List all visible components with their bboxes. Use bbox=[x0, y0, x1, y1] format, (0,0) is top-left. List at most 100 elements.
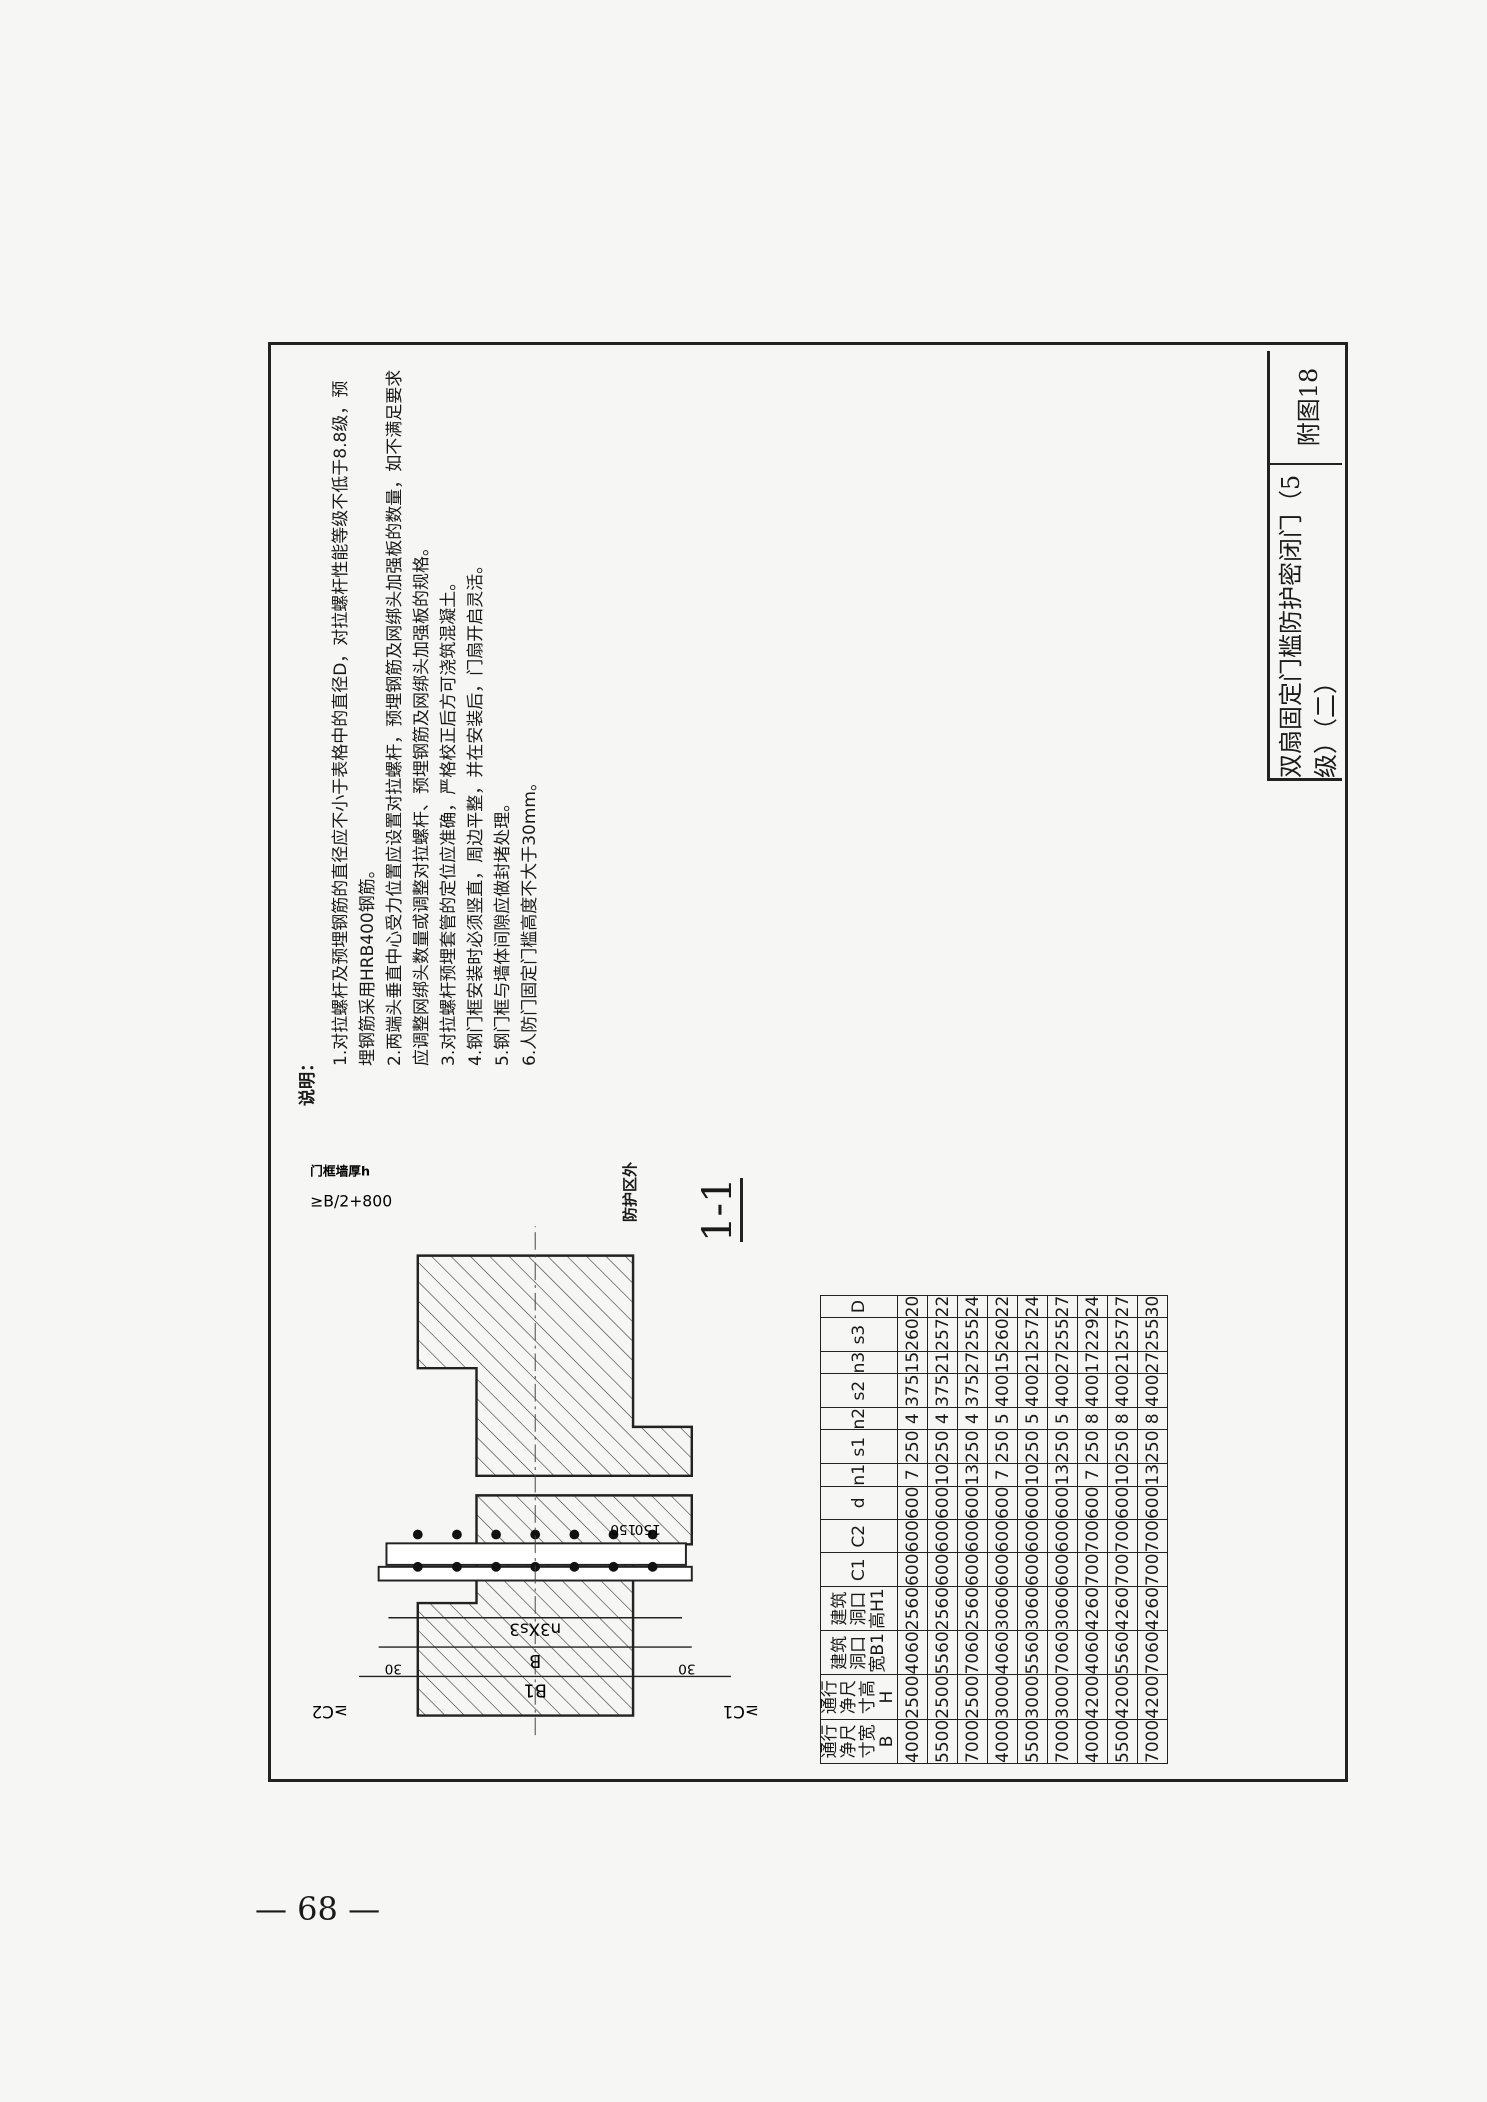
note-6: 6.人防门固定门槛高度不大于30mm。 bbox=[520, 774, 540, 1066]
door-leaf bbox=[385, 1542, 687, 1566]
table-cell: 7000 bbox=[1047, 1719, 1078, 1764]
dim-b-text: B bbox=[529, 1650, 541, 1670]
spec-table: 通行净尺寸宽B 通行净尺寸高H 建筑洞口宽B1 建筑洞口高H1 C1 C2 d … bbox=[820, 1295, 1168, 1764]
note-1: 1.对拉螺杆及预埋钢筋的直径应不小于表格中的直径D，对拉螺杆性能等级不低于8.8… bbox=[331, 380, 378, 1066]
table-cell: 13 bbox=[1047, 1463, 1078, 1487]
table-cell: 600 bbox=[897, 1552, 928, 1587]
table-cell: 30 bbox=[1137, 1295, 1168, 1318]
right-wall-upper bbox=[416, 1254, 694, 1478]
table-cell: 400 bbox=[1107, 1373, 1138, 1408]
dim-30-a: 30 bbox=[385, 1661, 402, 1677]
dim-b1-text: B1 bbox=[524, 1679, 547, 1699]
section-drawing: B1 B n3Xs3 ≥C1 ≥C2 30 30 150 150 ≥B/2+80… bbox=[310, 1163, 759, 1736]
table-cell: 600 bbox=[927, 1519, 958, 1553]
table-cell: 21 bbox=[1107, 1351, 1138, 1374]
note-2: 2.两端头垂直中心受力位置应设置对拉螺杆，预埋钢筋及网绑头加强板的数量，如不满足… bbox=[385, 369, 432, 1066]
table-cell: 7060 bbox=[957, 1630, 988, 1675]
table-cell: 255 bbox=[1047, 1317, 1078, 1352]
bolt-row bbox=[412, 1529, 658, 1572]
table-cell: 27 bbox=[1047, 1351, 1078, 1374]
table-cell: 600 bbox=[987, 1486, 1018, 1520]
table-cell: 600 bbox=[957, 1486, 988, 1520]
table-cell: 3060 bbox=[1047, 1586, 1078, 1631]
table-cell: 250 bbox=[1107, 1429, 1138, 1464]
table-cell: 4060 bbox=[1077, 1630, 1108, 1675]
table-cell: 24 bbox=[1017, 1295, 1048, 1318]
header-n2: n2 bbox=[820, 1407, 898, 1430]
table-cell: 2560 bbox=[957, 1586, 988, 1631]
table-cell: 257 bbox=[1017, 1317, 1048, 1352]
table-cell: 250 bbox=[1137, 1429, 1168, 1464]
note-5: 5.钢门框与墙体间隙应做封堵处理。 bbox=[493, 794, 513, 1066]
header-C2: C2 bbox=[820, 1519, 898, 1553]
table-cell: 400 bbox=[1047, 1373, 1078, 1408]
table-cell: 700 bbox=[1137, 1552, 1168, 1587]
table-cell: 600 bbox=[1107, 1486, 1138, 1520]
table-cell: 10 bbox=[927, 1463, 958, 1487]
table-cell: 700 bbox=[1077, 1519, 1108, 1553]
table-cell: 2560 bbox=[897, 1586, 928, 1631]
header-s2: s2 bbox=[820, 1373, 898, 1408]
table-cell: 22 bbox=[987, 1295, 1018, 1318]
table-cell: 13 bbox=[957, 1463, 988, 1487]
table-cell: 27 bbox=[1137, 1351, 1168, 1374]
table-cell: 2500 bbox=[897, 1674, 928, 1720]
dim-150-a: 150 bbox=[610, 1521, 636, 1537]
table-cell: 600 bbox=[927, 1486, 958, 1520]
table-cell: 255 bbox=[957, 1317, 988, 1352]
table-cell: 260 bbox=[987, 1317, 1018, 1352]
dim-30-b: 30 bbox=[678, 1661, 695, 1677]
header-H: 通行净尺寸高H bbox=[820, 1674, 898, 1720]
door-thickness-label: 门框墙厚h bbox=[310, 1163, 370, 1178]
table-cell: 400 bbox=[987, 1373, 1018, 1408]
table-cell: 250 bbox=[1047, 1429, 1078, 1464]
table-cell: 15 bbox=[987, 1351, 1018, 1374]
title-block: 双扇固定门槛防护密闭门（5级）（二） 附图18 bbox=[1267, 351, 1342, 781]
table-cell: 4060 bbox=[987, 1630, 1018, 1675]
table-cell: 3060 bbox=[1017, 1586, 1048, 1631]
table-cell: 4200 bbox=[1137, 1674, 1168, 1720]
table-cell: 4 bbox=[897, 1407, 928, 1430]
table-cell: 7000 bbox=[957, 1719, 988, 1764]
table-cell: 7 bbox=[897, 1463, 928, 1487]
table-cell: 600 bbox=[987, 1519, 1018, 1553]
header-d: d bbox=[820, 1486, 898, 1520]
table-cell: 7 bbox=[1077, 1463, 1108, 1487]
table-cell: 10 bbox=[1017, 1463, 1048, 1487]
drawing-frame: B1 B n3Xs3 ≥C1 ≥C2 30 30 150 150 ≥B/2+80… bbox=[268, 342, 1348, 1782]
table-cell: 4260 bbox=[1107, 1586, 1138, 1631]
table-cell: 7060 bbox=[1047, 1630, 1078, 1675]
table-cell: 4060 bbox=[897, 1630, 928, 1675]
table-cell: 5500 bbox=[927, 1719, 958, 1764]
table-cell: 2500 bbox=[957, 1674, 988, 1720]
zone-label: 防护区外 bbox=[621, 1161, 639, 1222]
table-cell: 4 bbox=[927, 1407, 958, 1430]
table-cell: 5560 bbox=[927, 1630, 958, 1675]
header-B1: 建筑洞口宽B1 bbox=[820, 1630, 898, 1675]
table-cell: 4260 bbox=[1137, 1586, 1168, 1631]
table-cell: 7060 bbox=[1137, 1630, 1168, 1675]
table-cell: 250 bbox=[957, 1429, 988, 1464]
table-cell: 600 bbox=[897, 1519, 928, 1553]
header-B: 通行净尺寸宽B bbox=[820, 1719, 898, 1764]
header-s1: s1 bbox=[820, 1429, 898, 1464]
table-cell: 4000 bbox=[1077, 1719, 1108, 1764]
table-cell: 8 bbox=[1137, 1407, 1168, 1430]
table-cell: 5 bbox=[987, 1407, 1018, 1430]
section-label: 1-1 bbox=[695, 1177, 743, 1242]
table-cell: 375 bbox=[927, 1373, 958, 1408]
table-cell: 600 bbox=[897, 1486, 928, 1520]
table-cell: 600 bbox=[1017, 1519, 1048, 1553]
table-cell: 10 bbox=[1107, 1463, 1138, 1487]
dim-c2-text: ≥C2 bbox=[312, 1702, 348, 1721]
table-cell: 5560 bbox=[1017, 1630, 1048, 1675]
table-cell: 260 bbox=[897, 1317, 928, 1352]
table-cell: 600 bbox=[927, 1552, 958, 1587]
table-cell: 3060 bbox=[987, 1586, 1018, 1631]
